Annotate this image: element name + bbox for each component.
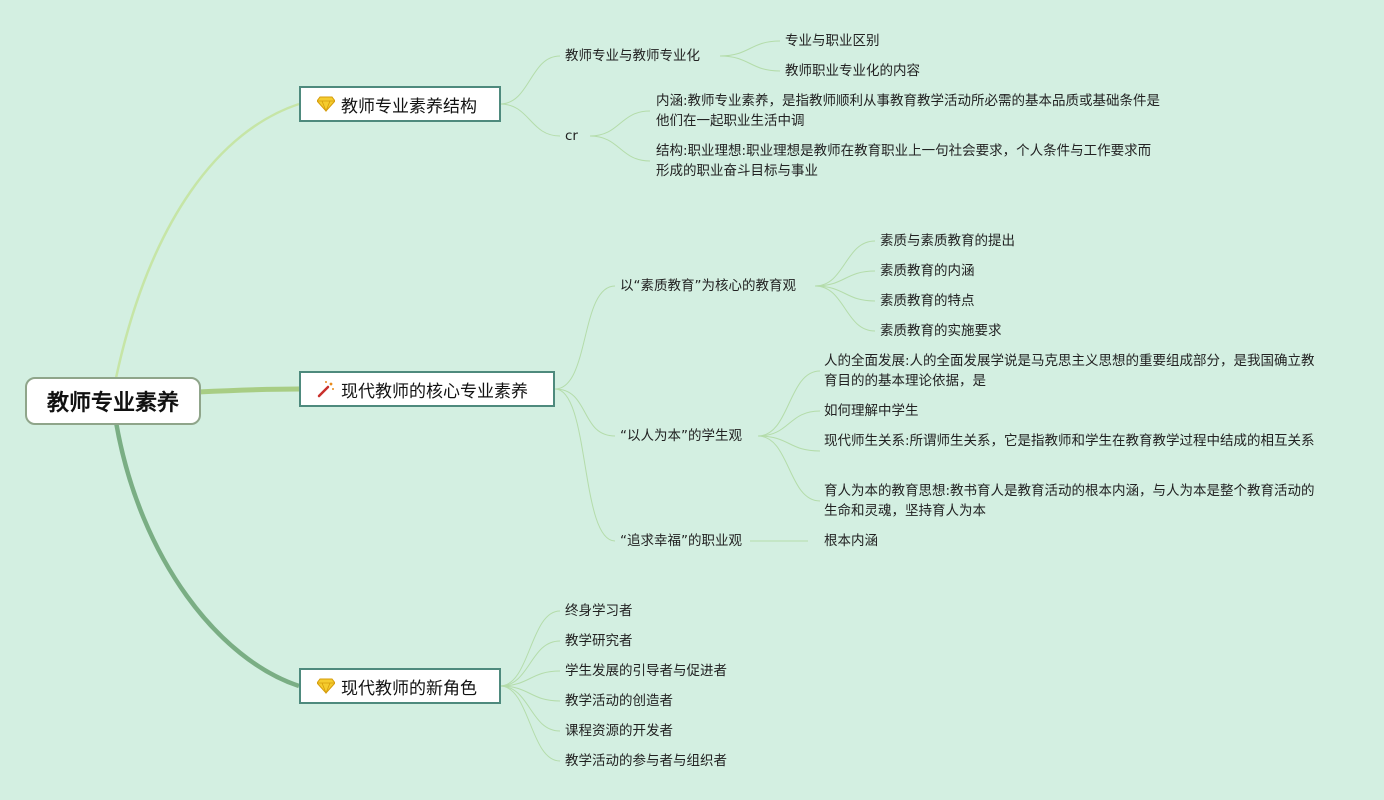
gem-icon [317,678,335,694]
connector-root-branch2 [197,386,300,395]
topic-participant-organizer[interactable]: 教学活动的参与者与组织者 [565,753,727,769]
topic-teacher-student-relation[interactable]: 现代师生关系:所谓师生关系，它是指教师和学生在教育教学过程中结成的相互关系 [824,433,1315,449]
topic-creator[interactable]: 教学活动的创造者 [565,693,673,709]
topic-quality-education-view[interactable]: 以“素质教育”为核心的教育观 [620,278,796,294]
topic-resource-developer[interactable]: 课程资源的开发者 [565,723,673,739]
topic-quality-education-requirements[interactable]: 素质教育的实施要求 [880,323,1002,339]
connector-root-branch3 [113,421,300,689]
magic-wand-icon [317,380,335,398]
connector-root-branch1 [114,102,300,379]
topic-fundamental-meaning[interactable]: 根本内涵 [824,533,878,549]
branch-label: 教师专业素养结构 [341,96,477,117]
topic-people-oriented-thought[interactable]: 育人为本的教育思想:教书育人是教育活动的根本内涵，与人为本是整个教育活动的生命和… [824,483,1315,519]
branch-new-roles[interactable]: 现代教师的新角色 [299,668,501,704]
topic-quality-education-meaning[interactable]: 素质教育的内涵 [880,263,975,279]
topic-profession-vs-occupation[interactable]: 专业与职业区别 [785,33,880,49]
topic-connotation[interactable]: 内涵:教师专业素养，是指教师顺利从事教育教学活动所必需的基本品质或基础条件是他们… [656,93,1161,129]
topic-teacher-specialization[interactable]: 教师专业与教师专业化 [565,48,700,64]
topic-all-round-development[interactable]: 人的全面发展:人的全面发展学说是马克思主义思想的重要组成部分，是我国确立教育目的… [824,353,1315,389]
topic-cr[interactable]: cr [565,128,578,144]
topic-career-view[interactable]: “追求幸福”的职业观 [620,533,742,549]
topic-quality-education-origin[interactable]: 素质与素质教育的提出 [880,233,1015,249]
topic-specialization-content[interactable]: 教师职业专业化的内容 [785,63,920,79]
branch-label: 现代教师的新角色 [341,678,477,699]
topic-understand-students[interactable]: 如何理解中学生 [824,403,919,419]
root-topic[interactable]: 教师专业素养 [25,377,201,425]
topic-quality-education-traits[interactable]: 素质教育的特点 [880,293,975,309]
topic-student-view[interactable]: “以人为本”的学生观 [620,428,742,444]
gem-icon [317,96,335,112]
branch-label: 现代教师的核心专业素养 [341,381,528,402]
topic-guide-promoter[interactable]: 学生发展的引导者与促进者 [565,663,727,679]
topic-lifelong-learner[interactable]: 终身学习者 [565,603,633,619]
branch-professional-structure[interactable]: 教师专业素养结构 [299,86,501,122]
branch-core-literacy[interactable]: 现代教师的核心专业素养 [299,371,555,407]
topic-structure[interactable]: 结构:职业理想:职业理想是教师在教育职业上一句社会要求，个人条件与工作要求而形成… [656,143,1152,179]
topic-teaching-researcher[interactable]: 教学研究者 [565,633,633,649]
